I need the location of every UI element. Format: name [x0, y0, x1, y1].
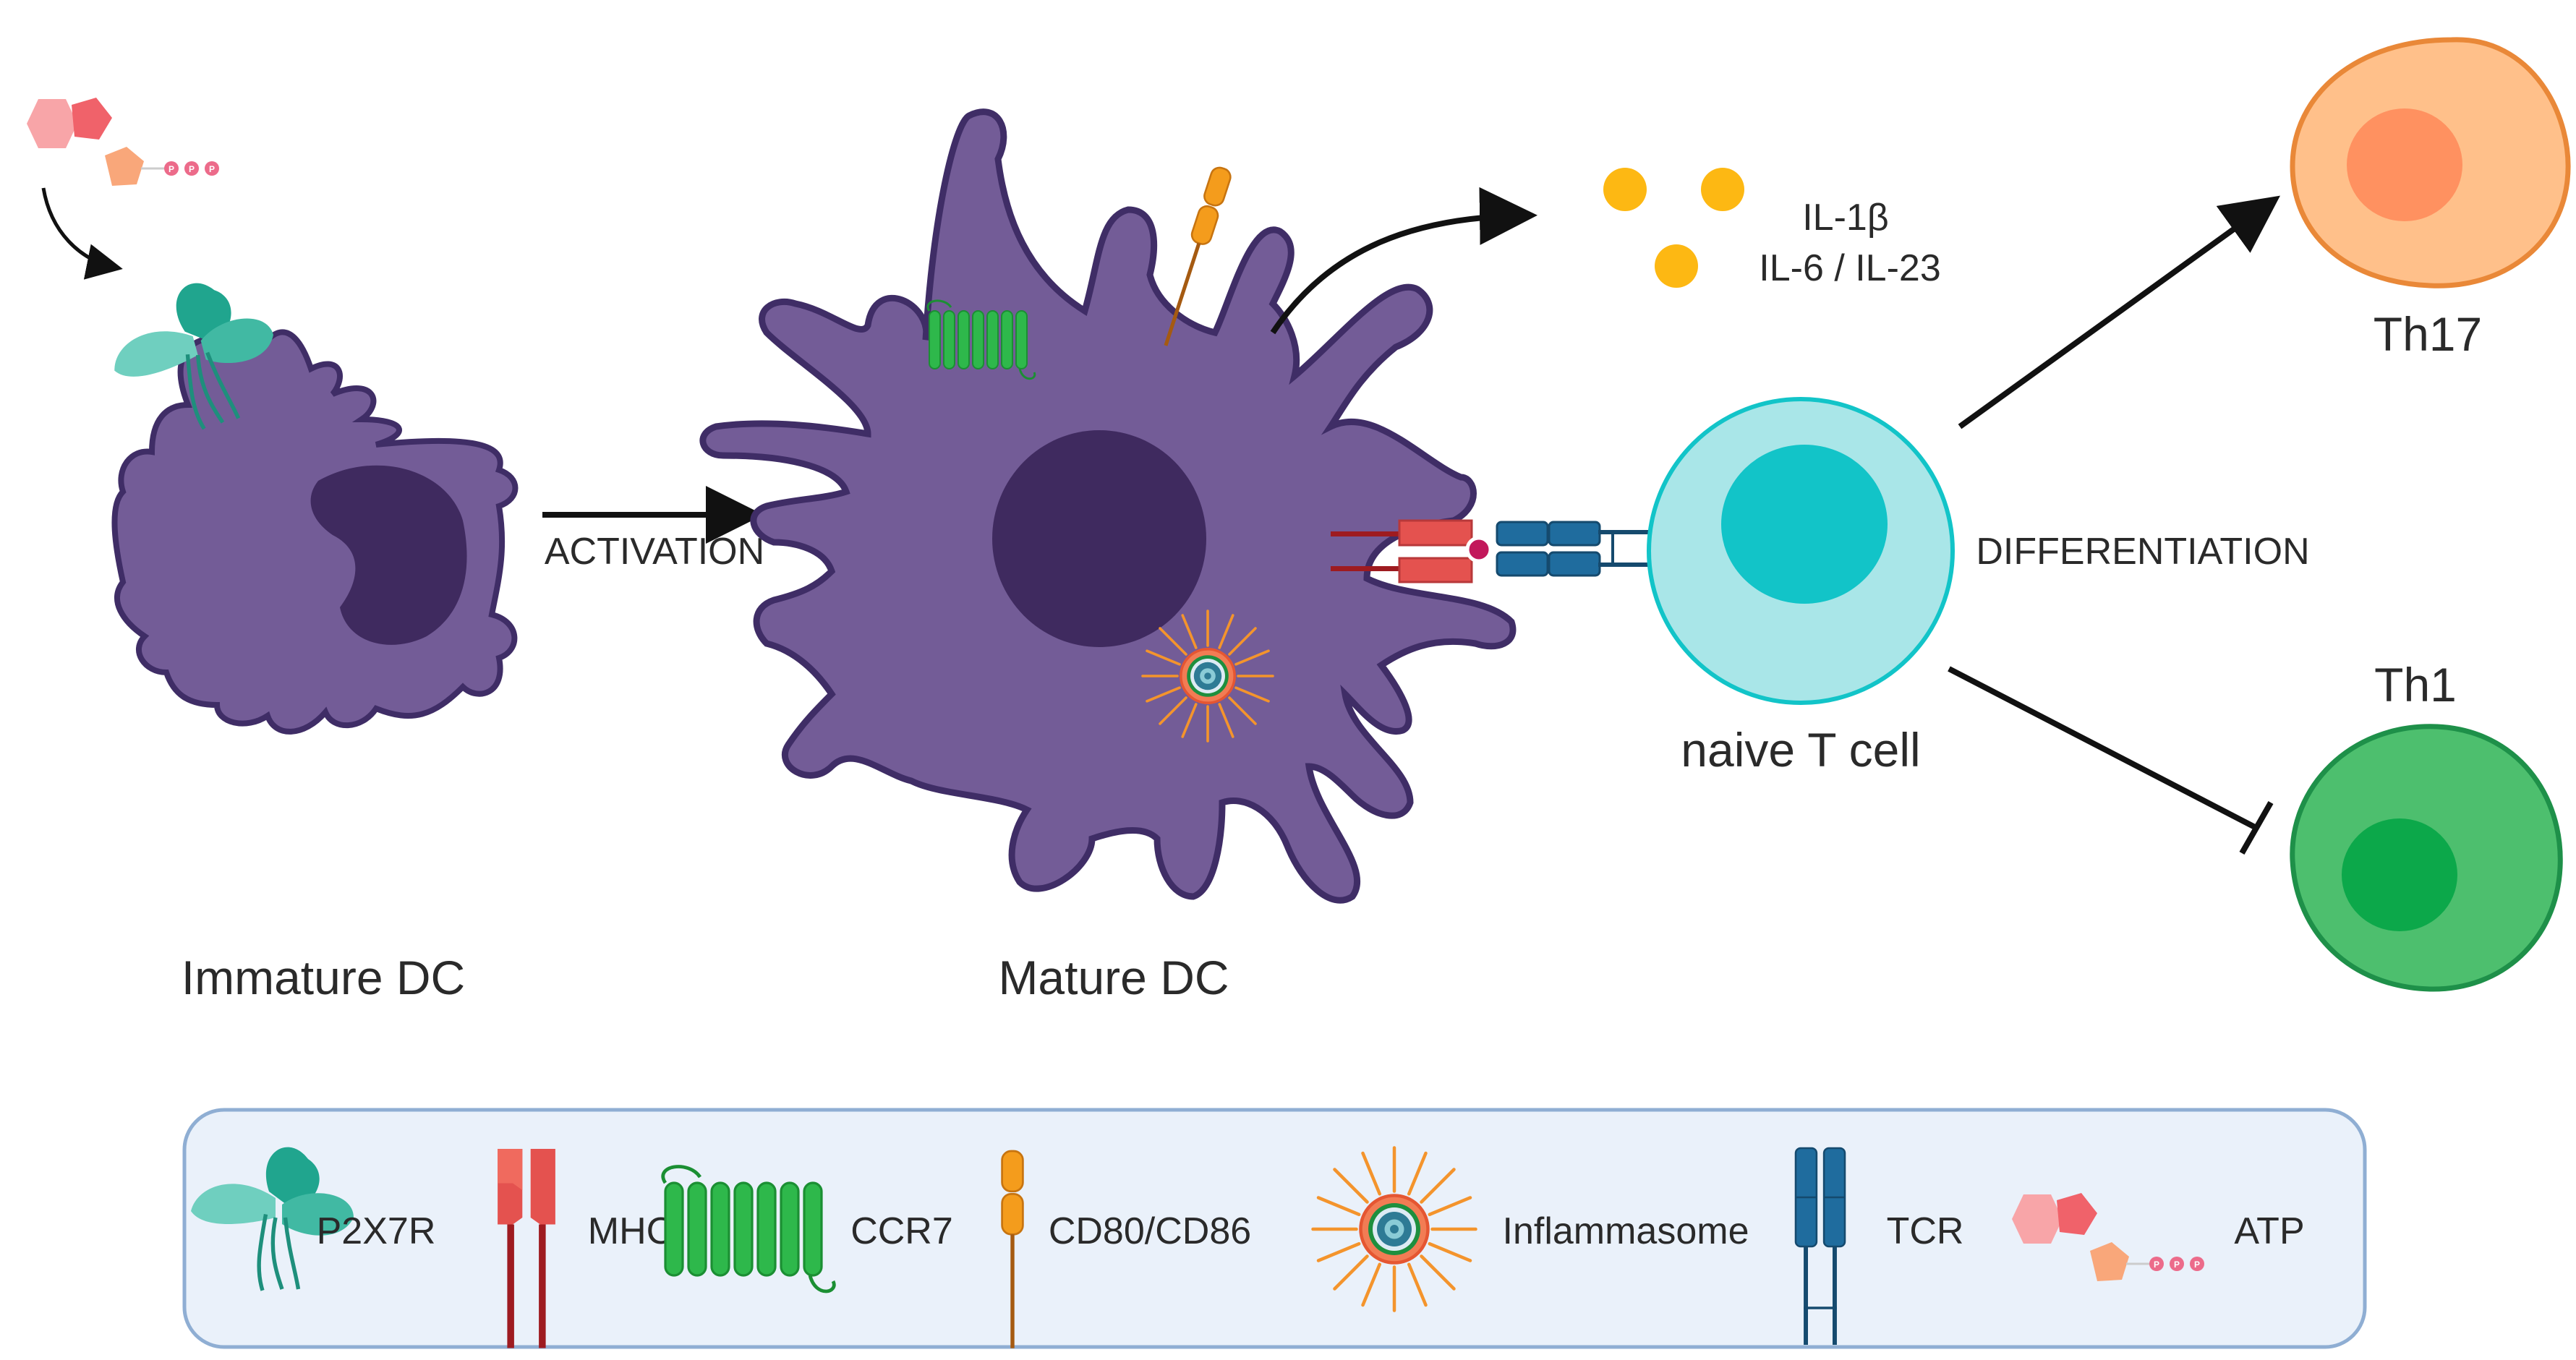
mhc-icon — [1398, 519, 1473, 583]
cytokine-secretion-arrow — [1270, 187, 1538, 335]
legend-label: ATP — [2234, 1210, 2304, 1252]
legend-label: CD80/CD86 — [1049, 1210, 1251, 1252]
th17-cell: Th17 — [2290, 37, 2571, 361]
atp-molecule-icon — [25, 96, 221, 187]
mature-dc-label: Mature DC — [998, 951, 1229, 1004]
legend-item-inflammasome: Inflammasome — [1313, 1148, 1749, 1311]
legend-label: Inflammasome — [1503, 1210, 1749, 1252]
differentiation-label: DIFFERENTIATION — [1976, 531, 2309, 573]
cytokine-dot — [1655, 244, 1698, 288]
naive-t-cell: naive T cell — [1647, 397, 1955, 777]
mature-dc: Mature DC — [699, 108, 1517, 1004]
legend-label: MHC — [588, 1210, 673, 1252]
th17-cell-nucleus — [2347, 108, 2462, 221]
legend-item-p2x7r: P2X7R — [191, 1147, 435, 1291]
immature-dc: Immature DC — [111, 324, 519, 1004]
th1-cell-nucleus — [2342, 818, 2457, 931]
th17-promote-arrow — [1958, 195, 2280, 429]
mature-dc-nucleus — [992, 430, 1206, 647]
legend-item-atp: ATP — [2010, 1192, 2305, 1283]
legend-inflammasome-icon — [1313, 1148, 1476, 1311]
legend-item-cd80: CD80/CD86 — [1001, 1150, 1251, 1350]
naive-t-cell-nucleus — [1721, 445, 1888, 604]
immature-dc-nucleus — [310, 465, 467, 645]
th1-label: Th1 — [2374, 658, 2457, 711]
legend-label: CCR7 — [850, 1210, 953, 1252]
legend-item-mhc: MHC — [498, 1149, 673, 1348]
antigen-peptide-icon — [1465, 536, 1493, 563]
inflammasome-icon — [1141, 610, 1274, 743]
legend-box — [182, 1108, 2367, 1349]
il6-il23-label: IL-6 / IL-23 — [1759, 247, 1940, 289]
immature-dc-label: Immature DC — [182, 951, 465, 1004]
th1-cell: Th1 — [2290, 658, 2563, 992]
activation-label: ACTIVATION — [545, 531, 764, 573]
legend-label: P2X7R — [317, 1210, 436, 1252]
cytokine-dot — [1701, 168, 1744, 211]
legend-item-tcr: TCR — [1794, 1147, 1964, 1346]
immune-synapse — [1331, 519, 1692, 583]
th17-label: Th17 — [2374, 307, 2482, 361]
tcr-icon — [1496, 521, 1692, 577]
legend-label: TCR — [1887, 1210, 1964, 1252]
cytokine-dot — [1603, 168, 1647, 211]
legend: P2X7R MHC CCR7 CD80/CD86 Inflammasome TC… — [182, 1108, 2367, 1350]
atp-arrow — [41, 187, 123, 280]
naive-t-cell-label: naive T cell — [1681, 723, 1920, 777]
cytokines: IL-1β IL-6 / IL-23 — [1603, 168, 1941, 289]
th1-inhibit-arrow — [1948, 666, 2274, 855]
il1b-label: IL-1β — [1802, 197, 1889, 239]
legend-item-ccr7: CCR7 — [663, 1167, 953, 1291]
